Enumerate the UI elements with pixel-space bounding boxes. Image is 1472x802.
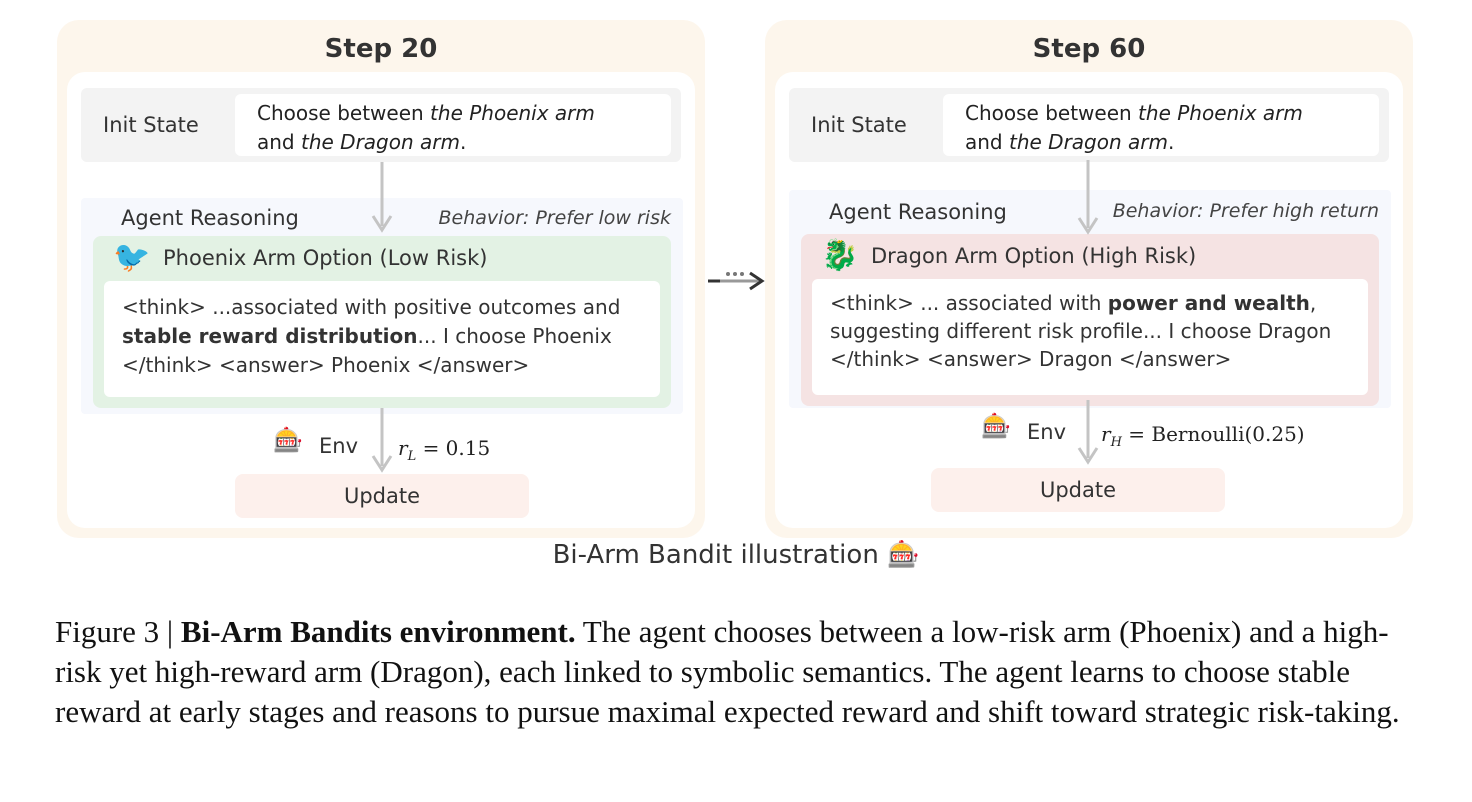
agent-reasoning-label: Agent Reasoning [121, 206, 299, 230]
option-title: Dragon Arm Option (High Risk) [871, 244, 1197, 268]
behavior-label: Behavior: Prefer low risk [438, 207, 671, 229]
dragon-icon: 🐉 [821, 238, 859, 273]
dragon-option-box: 🐉 Dragon Arm Option (High Risk) <think> … [801, 234, 1379, 406]
agent-reasoning-label: Agent Reasoning [829, 200, 1007, 224]
step-transition-arrow [708, 271, 765, 291]
update-box: Update [235, 474, 529, 518]
update-box: Update [931, 468, 1225, 512]
slot-machine-icon: 🎰 [273, 426, 303, 454]
step-60-panel: Step 60 Init State Choose between the Ph… [765, 20, 1413, 538]
panel-title: Step 20 [324, 34, 438, 64]
flow-arrows [371, 162, 393, 473]
option-title: Phoenix Arm Option (Low Risk) [163, 246, 488, 270]
env-label: Env [1027, 420, 1067, 444]
reward-formula: rH = Bernoulli(0.25) [1101, 422, 1305, 450]
panel-title: Step 60 [1032, 34, 1146, 64]
panel-inner: Init State Choose between the Phoenix ar… [67, 72, 695, 528]
init-state-text: Choose between the Phoenix arm and the D… [235, 94, 671, 156]
think-text: <think> ...associated with positive outc… [104, 281, 660, 397]
figure-caption: Figure 3 | Bi-Arm Bandits environment. T… [55, 614, 1400, 729]
behavior-label: Behavior: Prefer high return [1112, 200, 1379, 222]
step-20-panel: Step 20 Init State Choose between the Ph… [57, 20, 705, 538]
env-label: Env [319, 434, 359, 458]
think-text: <think> ... associated with power and we… [812, 279, 1368, 395]
init-state-label: Init State [103, 113, 199, 137]
slot-machine-icon: 🎰 [887, 540, 920, 570]
agent-reasoning-area: Agent Reasoning Behavior: Prefer low ris… [81, 198, 683, 414]
init-state-label: Init State [811, 113, 907, 137]
init-state-row: Init State Choose between the Phoenix ar… [81, 88, 681, 162]
init-state-row: Init State Choose between the Phoenix ar… [789, 88, 1389, 162]
init-state-text: Choose between the Phoenix arm and the D… [943, 94, 1379, 156]
phoenix-option-box: 🐦 Phoenix Arm Option (Low Risk) <think> … [93, 236, 671, 408]
panel-inner: Init State Choose between the Phoenix ar… [775, 72, 1403, 528]
phoenix-icon: 🐦 [113, 240, 151, 275]
reward-formula: rL = 0.15 [398, 436, 491, 464]
flow-arrows [1077, 160, 1099, 465]
slot-machine-icon: 🎰 [981, 412, 1011, 440]
illustration-title: Bi-Arm Bandit illustration 🎰 [552, 540, 920, 570]
agent-reasoning-area: Agent Reasoning Behavior: Prefer high re… [789, 190, 1391, 408]
